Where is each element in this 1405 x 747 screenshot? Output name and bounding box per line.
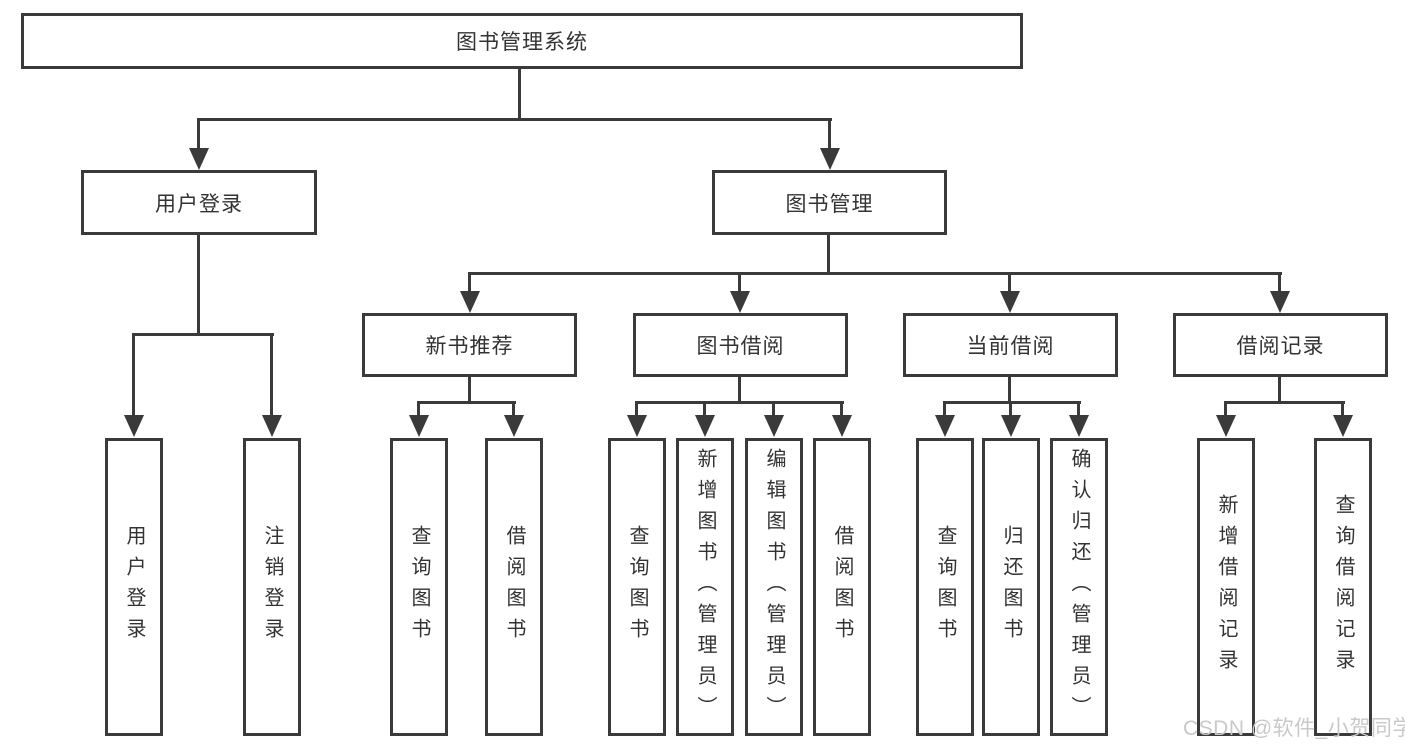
connector-arrow-stem [197, 118, 200, 151]
leaf-return-books-label: 归还图书 [1000, 525, 1022, 649]
leaf-query-books-current-label: 查询图书 [934, 525, 956, 649]
node-user-login: 用户登录 [81, 170, 317, 235]
connector-arrowhead [1001, 415, 1021, 437]
leaf-query-books-borrow-label: 查询图书 [626, 525, 648, 649]
watermark: CSDN @软件_小贺同学 [1183, 717, 1405, 740]
node-new-book-recommend: 新书推荐 [362, 313, 577, 377]
connector-arrow-stem [512, 401, 515, 419]
leaf-borrow-books-recommend: 借阅图书 [485, 438, 543, 736]
leaf-edit-books-admin-label: 编辑图书（管理员） [763, 447, 785, 727]
connector-book-vstem [827, 234, 830, 275]
node-root: 图书管理系统 [21, 13, 1023, 69]
leaf-query-books-recommend-label: 查询图书 [408, 525, 430, 649]
leaf-query-books-current: 查询图书 [916, 438, 974, 736]
node-borrowing-records: 借阅记录 [1173, 313, 1388, 377]
connector-arrowhead [935, 415, 955, 437]
connector-current-rail [943, 401, 1081, 404]
node-current-borrowing-label: 当前借阅 [966, 335, 1055, 358]
connector-arrowhead [1270, 291, 1290, 313]
node-borrowing-records-label: 借阅记录 [1236, 335, 1325, 358]
leaf-user-login: 用户登录 [105, 438, 163, 736]
node-book-management-label: 图书管理 [785, 192, 874, 216]
connector-borrow-rail [635, 401, 844, 404]
leaf-confirm-return-admin: 确认归还（管理员） [1050, 438, 1108, 736]
connector-arrowhead [730, 291, 750, 313]
connector-arrowhead [1333, 415, 1353, 437]
leaf-return-books: 归还图书 [982, 438, 1040, 736]
connector-records-vstem [1278, 376, 1281, 403]
connector-arrowhead [1216, 415, 1236, 437]
leaf-query-borrow-record-label: 查询借阅记录 [1332, 494, 1354, 680]
connector-arrowhead [262, 415, 282, 437]
node-current-borrowing: 当前借阅 [903, 313, 1118, 377]
connector-arrow-stem [1009, 401, 1012, 419]
connector-arrow-stem [772, 401, 775, 419]
connector-arrow-stem [1224, 401, 1227, 419]
connector-borrow-vstem [738, 376, 741, 403]
leaf-confirm-return-admin-label: 确认归还（管理员） [1068, 447, 1090, 727]
leaf-logout-label: 注销登录 [261, 525, 283, 649]
connector-arrow-stem [635, 401, 638, 419]
connector-current-vstem [1008, 376, 1011, 403]
connector-arrow-stem [703, 401, 706, 419]
leaf-borrow-books-label: 借阅图书 [831, 525, 853, 649]
leaf-edit-books-admin: 编辑图书（管理员） [745, 438, 803, 736]
node-book-management: 图书管理 [712, 170, 947, 235]
connector-arrow-stem [132, 333, 135, 418]
connector-arrow-stem [840, 401, 843, 419]
node-user-login-label: 用户登录 [155, 192, 243, 216]
node-root-label: 图书管理系统 [456, 31, 588, 54]
leaf-add-books-admin-label: 新增图书（管理员） [694, 447, 716, 727]
connector-arrow-stem [270, 333, 273, 418]
connector-arrowhead [820, 148, 840, 170]
connector-arrowhead [504, 415, 524, 437]
connector-arrowhead [695, 415, 715, 437]
leaf-add-books-admin: 新增图书（管理员） [676, 438, 734, 736]
connector-arrowhead [189, 148, 209, 170]
connector-arrowhead [764, 415, 784, 437]
connector-root-vstem [518, 69, 521, 119]
connector-arrowhead [409, 415, 429, 437]
leaf-query-borrow-record: 查询借阅记录 [1314, 438, 1372, 736]
leaf-user-login-label: 用户登录 [123, 525, 145, 649]
connector-newbook-vstem [468, 376, 471, 403]
connector-arrow-stem [468, 272, 471, 294]
connector-book-rail [468, 272, 1282, 275]
connector-arrow-stem [738, 272, 741, 294]
connector-arrow-stem [1278, 272, 1281, 294]
leaf-query-books-recommend: 查询图书 [390, 438, 448, 736]
leaf-borrow-books-recommend-label: 借阅图书 [503, 525, 525, 649]
leaf-borrow-books: 借阅图书 [813, 438, 871, 736]
connector-user-vstem [197, 234, 200, 335]
connector-arrow-stem [1341, 401, 1344, 419]
leaf-query-books-borrow: 查询图书 [608, 438, 666, 736]
connector-root-rail [198, 118, 832, 121]
leaf-add-borrow-record: 新增借阅记录 [1197, 438, 1255, 736]
connector-arrowhead [1069, 415, 1089, 437]
connector-arrow-stem [1008, 272, 1011, 294]
connector-arrow-stem [1077, 401, 1080, 419]
node-book-borrowing-label: 图书借阅 [696, 335, 785, 358]
connector-arrow-stem [828, 118, 831, 151]
connector-records-rail [1224, 401, 1345, 404]
connector-arrowhead [832, 415, 852, 437]
connector-arrow-stem [417, 401, 420, 419]
connector-arrowhead [1000, 291, 1020, 313]
node-new-book-recommend-label: 新书推荐 [425, 335, 514, 358]
node-book-borrowing: 图书借阅 [633, 313, 848, 377]
leaf-add-borrow-record-label: 新增借阅记录 [1215, 494, 1237, 680]
connector-newbook-rail [417, 401, 516, 404]
connector-user-rail [132, 333, 274, 336]
connector-arrowhead [627, 415, 647, 437]
connector-arrowhead [460, 291, 480, 313]
leaf-logout: 注销登录 [243, 438, 301, 736]
connector-arrow-stem [943, 401, 946, 419]
connector-arrowhead [124, 415, 144, 437]
